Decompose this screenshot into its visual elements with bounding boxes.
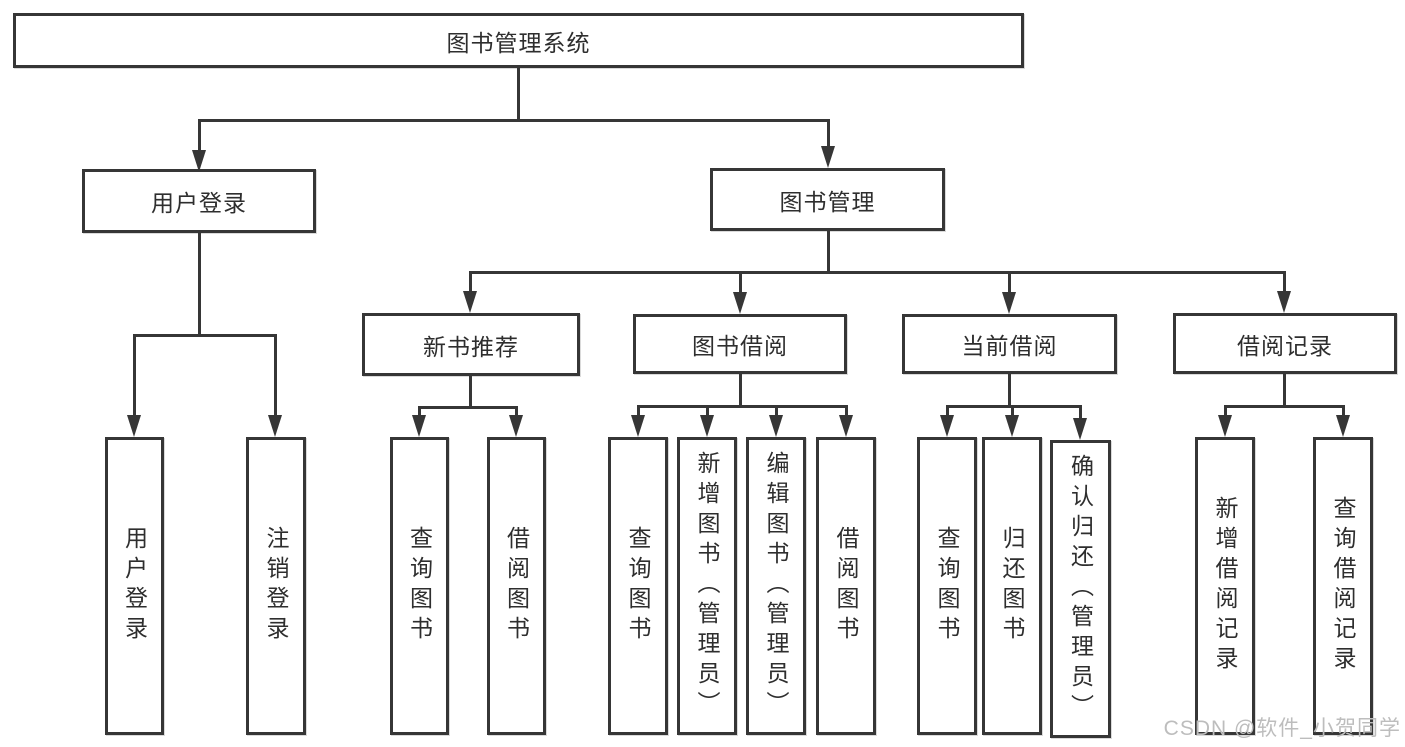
leaf-query-books-borrow: 查询图书 — [608, 437, 668, 735]
arrowhead-borrow-book — [839, 415, 853, 437]
connector-book-management-stem — [827, 230, 830, 272]
connector-root-stem — [517, 68, 520, 120]
arrowhead-new-book — [463, 291, 477, 313]
connector-user-login-stem — [198, 232, 201, 335]
connector-drop-new-book — [469, 271, 472, 293]
node-borrow-records: 借阅记录 — [1173, 313, 1397, 374]
leaf-edit-book-admin-label: 编辑图书（管理员） — [763, 451, 789, 721]
leaf-query-books-current: 查询图书 — [917, 437, 977, 735]
arrowhead-query-borrow — [631, 415, 645, 437]
connector-current-borrow-rail — [946, 405, 1082, 408]
connector-drop-current-borrow — [1008, 271, 1011, 294]
connector-level1-rail — [198, 119, 830, 122]
connector-drop-return-books — [1011, 405, 1014, 417]
connector-drop-leaf-logout — [274, 334, 277, 417]
connector-drop-leaf-user-login — [133, 334, 136, 417]
connector-drop-book-borrow — [739, 271, 742, 294]
leaf-query-books-current-label: 查询图书 — [934, 526, 960, 646]
arrowhead-leaf-logout — [268, 415, 282, 437]
node-book-borrow: 图书借阅 — [633, 314, 847, 374]
leaf-add-borrow-record: 新增借阅记录 — [1195, 437, 1255, 735]
leaf-query-books-recommend-label: 查询图书 — [406, 526, 433, 646]
leaf-borrow-books-recommend: 借阅图书 — [487, 437, 546, 735]
leaf-query-borrow-record-label: 查询借阅记录 — [1330, 496, 1356, 676]
connector-new-book-stem — [469, 375, 472, 407]
connector-drop-borrow-recommend — [515, 406, 518, 417]
leaf-add-book-admin-label: 新增图书（管理员） — [694, 451, 720, 721]
arrowhead-query-recommend — [412, 415, 426, 437]
arrowhead-confirm-return — [1073, 418, 1087, 440]
connector-drop-query-recommend — [418, 406, 421, 417]
leaf-confirm-return-admin: 确认归还（管理员） — [1050, 440, 1111, 738]
connector-drop-query-borrow — [637, 405, 640, 417]
arrowhead-add-book — [700, 415, 714, 437]
node-book-borrow-label: 图书借阅 — [692, 333, 788, 359]
leaf-query-borrow-record: 查询借阅记录 — [1313, 437, 1373, 735]
connector-borrow-records-rail — [1224, 405, 1345, 408]
leaf-borrow-books-borrow: 借阅图书 — [816, 437, 876, 735]
leaf-logout-label: 注销登录 — [263, 526, 289, 646]
connector-new-book-rail — [418, 406, 518, 409]
arrowhead-query-record — [1336, 415, 1350, 437]
leaf-add-book-admin: 新增图书（管理员） — [677, 437, 737, 735]
arrowhead-add-record — [1218, 415, 1232, 437]
node-root: 图书管理系统 — [13, 13, 1024, 68]
connector-user-login-rail — [133, 334, 277, 337]
node-new-book-recommend-label: 新书推荐 — [423, 333, 519, 360]
connector-drop-query-record — [1342, 405, 1345, 417]
connector-book-borrow-rail — [637, 405, 848, 408]
connector-drop-query-current — [946, 405, 949, 417]
connector-drop-add-book — [706, 405, 709, 417]
leaf-user-login: 用户登录 — [105, 437, 164, 735]
leaf-add-borrow-record-label: 新增借阅记录 — [1212, 496, 1238, 676]
leaf-return-books-label: 归还图书 — [999, 526, 1025, 646]
leaf-borrow-books-recommend-label: 借阅图书 — [503, 526, 530, 646]
arrowhead-borrow-recommend — [509, 415, 523, 437]
connector-drop-borrow-records — [1283, 271, 1286, 293]
node-new-book-recommend: 新书推荐 — [362, 313, 580, 376]
leaf-query-books-recommend: 查询图书 — [390, 437, 449, 735]
connector-drop-add-record — [1224, 405, 1227, 417]
node-user-login: 用户登录 — [82, 169, 316, 233]
node-user-login-label: 用户登录 — [151, 190, 247, 216]
connector-drop-book-management — [827, 119, 830, 150]
node-current-borrow: 当前借阅 — [902, 314, 1117, 374]
arrowhead-book-management — [821, 146, 835, 168]
node-book-management-label: 图书管理 — [779, 188, 876, 215]
leaf-confirm-return-admin-label: 确认归还（管理员） — [1067, 454, 1094, 724]
connector-drop-edit-book — [775, 405, 778, 417]
leaf-user-login-label: 用户登录 — [121, 526, 148, 646]
leaf-query-books-borrow-label: 查询图书 — [625, 526, 651, 646]
arrowhead-book-borrow — [733, 292, 747, 314]
node-current-borrow-label: 当前借阅 — [961, 333, 1058, 359]
connector-book-borrow-stem — [739, 373, 742, 406]
node-root-label: 图书管理系统 — [446, 29, 591, 56]
arrowhead-current-borrow — [1002, 292, 1016, 314]
leaf-edit-book-admin: 编辑图书（管理员） — [746, 437, 806, 735]
arrowhead-query-current — [940, 415, 954, 437]
leaf-logout: 注销登录 — [246, 437, 306, 735]
connector-drop-confirm-return — [1079, 405, 1082, 420]
arrowhead-return-books — [1005, 415, 1019, 437]
connector-level2-rail — [469, 271, 1286, 274]
arrowhead-edit-book — [769, 415, 783, 437]
connector-borrow-records-stem — [1283, 372, 1286, 406]
node-book-management: 图书管理 — [710, 168, 945, 231]
leaf-borrow-books-borrow-label: 借阅图书 — [833, 526, 859, 646]
arrowhead-borrow-records — [1277, 291, 1291, 313]
connector-drop-borrow-book — [845, 405, 848, 417]
node-borrow-records-label: 借阅记录 — [1237, 332, 1333, 359]
arrowhead-user-login — [192, 150, 206, 172]
arrowhead-leaf-user-login — [127, 415, 141, 437]
connector-current-borrow-stem — [1008, 373, 1011, 406]
connector-drop-user-login — [198, 119, 201, 154]
leaf-return-books: 归还图书 — [982, 437, 1042, 735]
